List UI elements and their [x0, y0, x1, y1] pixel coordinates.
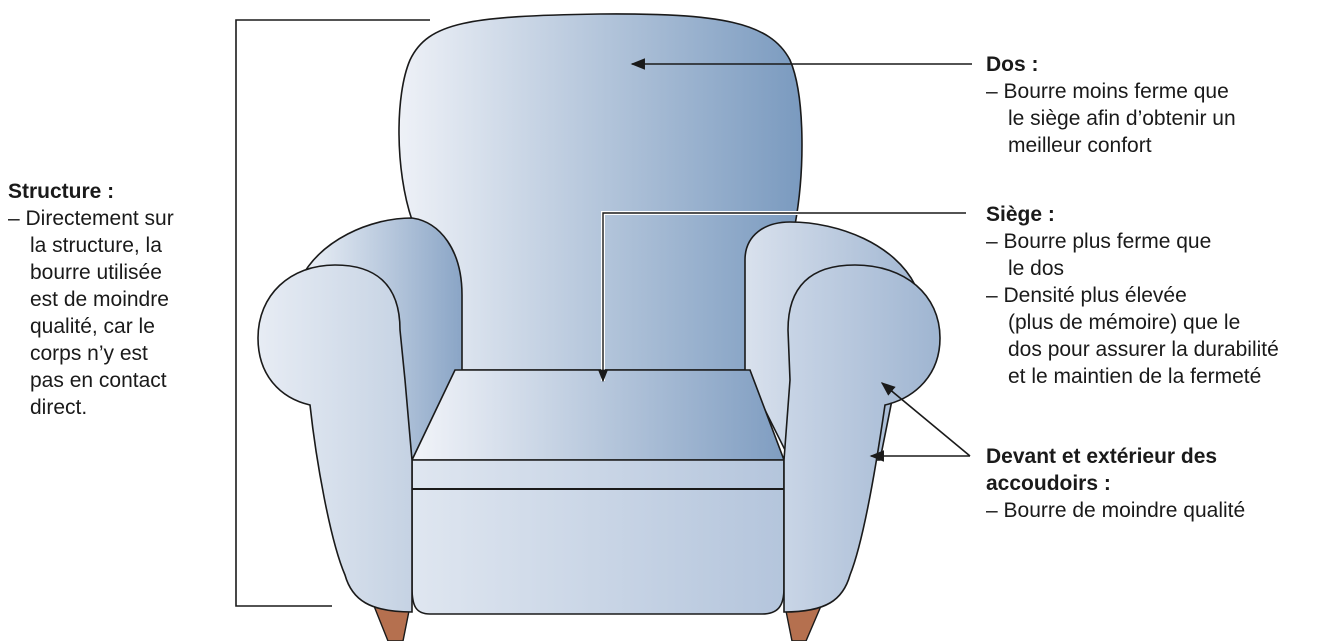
- siege-line: dos pour assurer la durabilité: [1008, 338, 1279, 361]
- right-arm-front: [783, 264, 941, 613]
- structure-line: bourre utilisée: [30, 261, 162, 284]
- siege-line: – Densité plus élevée: [986, 284, 1187, 307]
- structure-line: est de moindre: [30, 288, 169, 311]
- siege-line: et le maintien de la fermeté: [1008, 365, 1262, 388]
- accoudoirs-line: – Bourre de moindre qualité: [986, 499, 1246, 522]
- dos-title: Dos :: [986, 53, 1039, 76]
- back-cushion: [398, 13, 803, 371]
- left-arm-front: [257, 264, 413, 613]
- structure-line: – Directement sur: [8, 207, 174, 230]
- structure-line: qualité, car le: [30, 315, 155, 338]
- front-panel: [411, 459, 785, 615]
- dos-line: – Bourre moins ferme que: [986, 80, 1229, 103]
- accoudoirs-arrow-top: [880, 382, 971, 457]
- siege-arrow: [597, 212, 966, 383]
- siege-label: Siège : – Bourre plus ferme que le dos –…: [986, 201, 1279, 390]
- accoudoirs-title: Devant et extérieur des: [986, 445, 1218, 468]
- siege-line: – Bourre plus ferme que: [986, 230, 1212, 253]
- structure-line: direct.: [30, 396, 88, 419]
- siege-line: (plus de mémoire) que le: [1008, 311, 1241, 334]
- structure-line: pas en contact: [30, 369, 167, 392]
- structure-line: la structure, la: [30, 234, 162, 257]
- accoudoirs-label: Devant et extérieur des accoudoirs : – B…: [986, 443, 1245, 524]
- seat-cushion: [410, 369, 786, 461]
- structure-line: corps n’y est: [30, 342, 148, 365]
- siege-title: Siège :: [986, 203, 1055, 226]
- dos-label: Dos : – Bourre moins ferme que le siège …: [986, 51, 1236, 159]
- dos-line: meilleur confort: [1008, 134, 1152, 157]
- structure-title: Structure :: [8, 180, 115, 203]
- siege-line: le dos: [1008, 257, 1065, 280]
- structure-bracket: [235, 19, 430, 607]
- structure-label: Structure : – Directement sur la structu…: [8, 178, 174, 421]
- dos-line: le siège afin d’obtenir un: [1008, 107, 1236, 130]
- accoudoirs-title: accoudoirs :: [986, 472, 1111, 495]
